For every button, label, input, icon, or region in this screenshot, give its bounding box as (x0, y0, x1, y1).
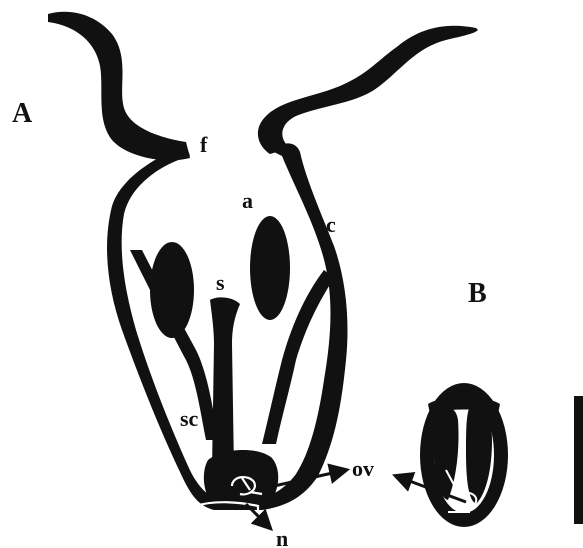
specimen-b (420, 383, 508, 527)
panel-label-a: A (12, 98, 33, 129)
left-arm (48, 12, 190, 160)
label-f: f (200, 132, 208, 157)
left-blob (150, 242, 194, 338)
right-arm (258, 26, 478, 154)
scale-bar (574, 396, 583, 524)
label-sc: sc (180, 406, 199, 431)
label-ov: ov (352, 456, 374, 481)
label-c: c (326, 212, 336, 237)
lower-chamber (204, 450, 278, 508)
central-stalk (210, 297, 240, 470)
specimen-a (48, 12, 478, 510)
right-blob (250, 216, 290, 320)
panel-label-b: B (468, 278, 487, 309)
label-s: s (216, 270, 225, 295)
label-n: n (276, 526, 288, 548)
label-a: a (242, 188, 253, 213)
